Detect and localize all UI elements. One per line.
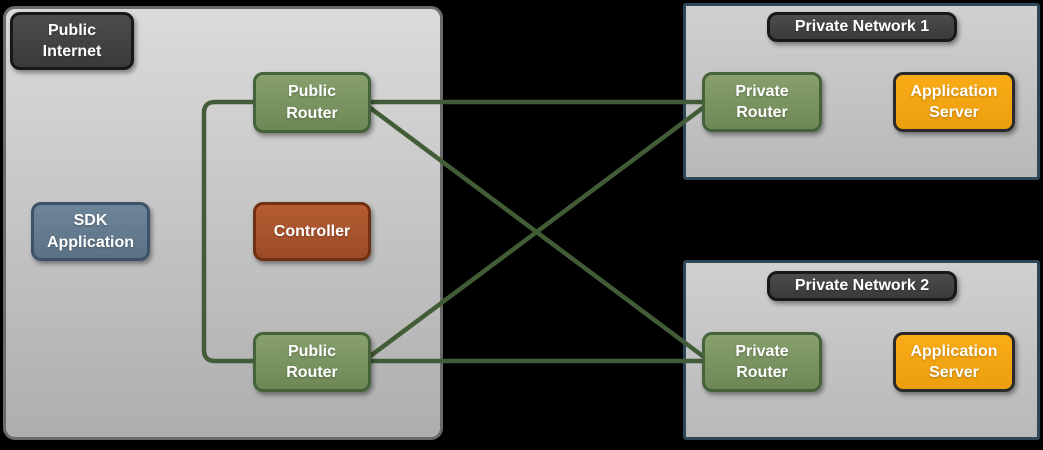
private-network-2-label: Private Network 2 (767, 271, 957, 301)
node-private-router-2: Private Router (702, 332, 822, 392)
private-network-1-label: Private Network 1 (767, 12, 957, 42)
node-public-router-1: Public Router (253, 72, 371, 133)
public-internet-label: Public Internet (10, 12, 134, 70)
node-public-router-2: Public Router (253, 332, 371, 392)
node-application-server-2: Application Server (893, 332, 1015, 392)
node-private-router-1: Private Router (702, 72, 822, 132)
node-application-server-1: Application Server (893, 72, 1015, 132)
node-sdk-application: SDK Application (31, 202, 150, 261)
node-controller: Controller (253, 202, 371, 261)
